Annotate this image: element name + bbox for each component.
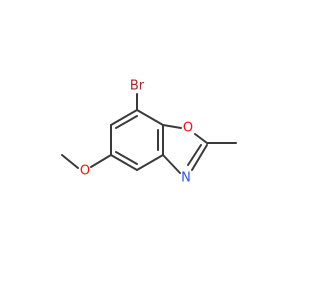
bond-c7a-o1 [162, 124, 182, 129]
bond-c6-c7-inner [115, 115, 138, 129]
bond-c3a-c4 [136, 154, 164, 171]
methoxy-oxygen-atom-label: O [80, 164, 90, 179]
bond-c4-c5-inner [115, 151, 138, 165]
bond-c2-n3-inner [187, 144, 202, 166]
bond-c6-c7 [110, 109, 138, 126]
bond-c5-o [90, 154, 112, 168]
bond-c2-n3 [191, 144, 208, 171]
bromine-atom-label: Br [130, 79, 145, 94]
ring-nitrogen-atom-label: N [181, 171, 191, 186]
molecule-structure: Br O N O [61, 79, 237, 186]
bond-o1-c2 [194, 133, 208, 144]
bond-n3-c3a [162, 154, 181, 174]
bond-o-methyl [61, 154, 79, 169]
bond-c7-c7a [136, 109, 164, 126]
bond-c4-c5 [110, 154, 138, 171]
ring-oxygen-atom-label: O [183, 121, 193, 136]
